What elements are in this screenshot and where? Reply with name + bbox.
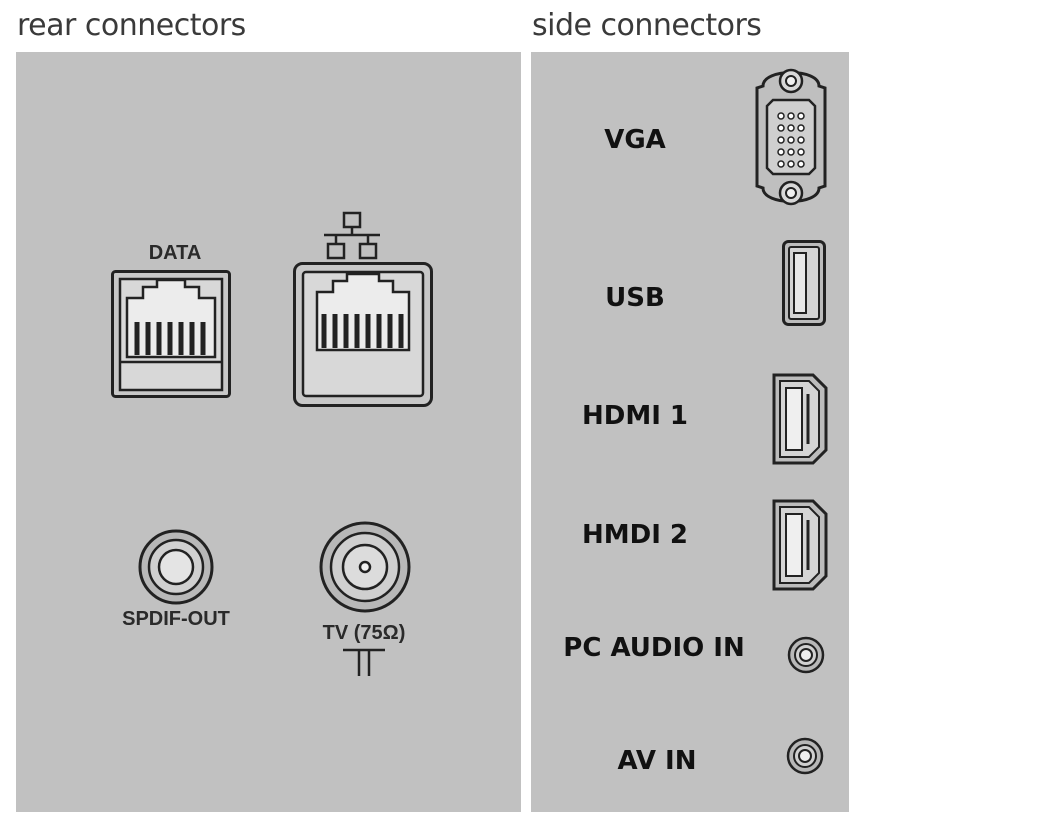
hdmi1-label: HDMI 1 <box>581 401 689 431</box>
side-connectors-heading: side connectors <box>532 8 762 43</box>
av-in-label: AV IN <box>617 746 697 776</box>
hdmi1-port <box>772 373 828 465</box>
usb-label: USB <box>605 283 665 313</box>
ethernet-port <box>293 262 433 407</box>
usb-port <box>782 240 826 326</box>
network-icon <box>324 211 380 260</box>
rear-connectors-panel: DATA <box>16 52 521 812</box>
vga-label: VGA <box>604 125 666 155</box>
av-in-port <box>786 737 824 775</box>
hdmi2-label: HMDI 2 <box>581 520 689 550</box>
pc-audio-in-label: PC AUDIO IN <box>563 633 745 663</box>
rear-connectors-heading: rear connectors <box>17 8 246 43</box>
antenna-symbol-icon <box>343 648 385 676</box>
tv-antenna-label: TV (75Ω) <box>322 622 406 644</box>
vga-port <box>755 68 827 206</box>
tv-antenna-port <box>319 521 411 613</box>
data-port-icon <box>111 270 231 398</box>
data-port-label: DATA <box>148 242 202 264</box>
spdif-out-port <box>138 529 214 605</box>
spdif-out-label: SPDIF-OUT <box>122 608 230 630</box>
side-connectors-panel: VGA USB HDMI 1 HMDI 2 PC AUDIO IN <box>531 52 849 812</box>
hdmi2-port <box>772 499 828 591</box>
pc-audio-in-port <box>787 636 825 674</box>
